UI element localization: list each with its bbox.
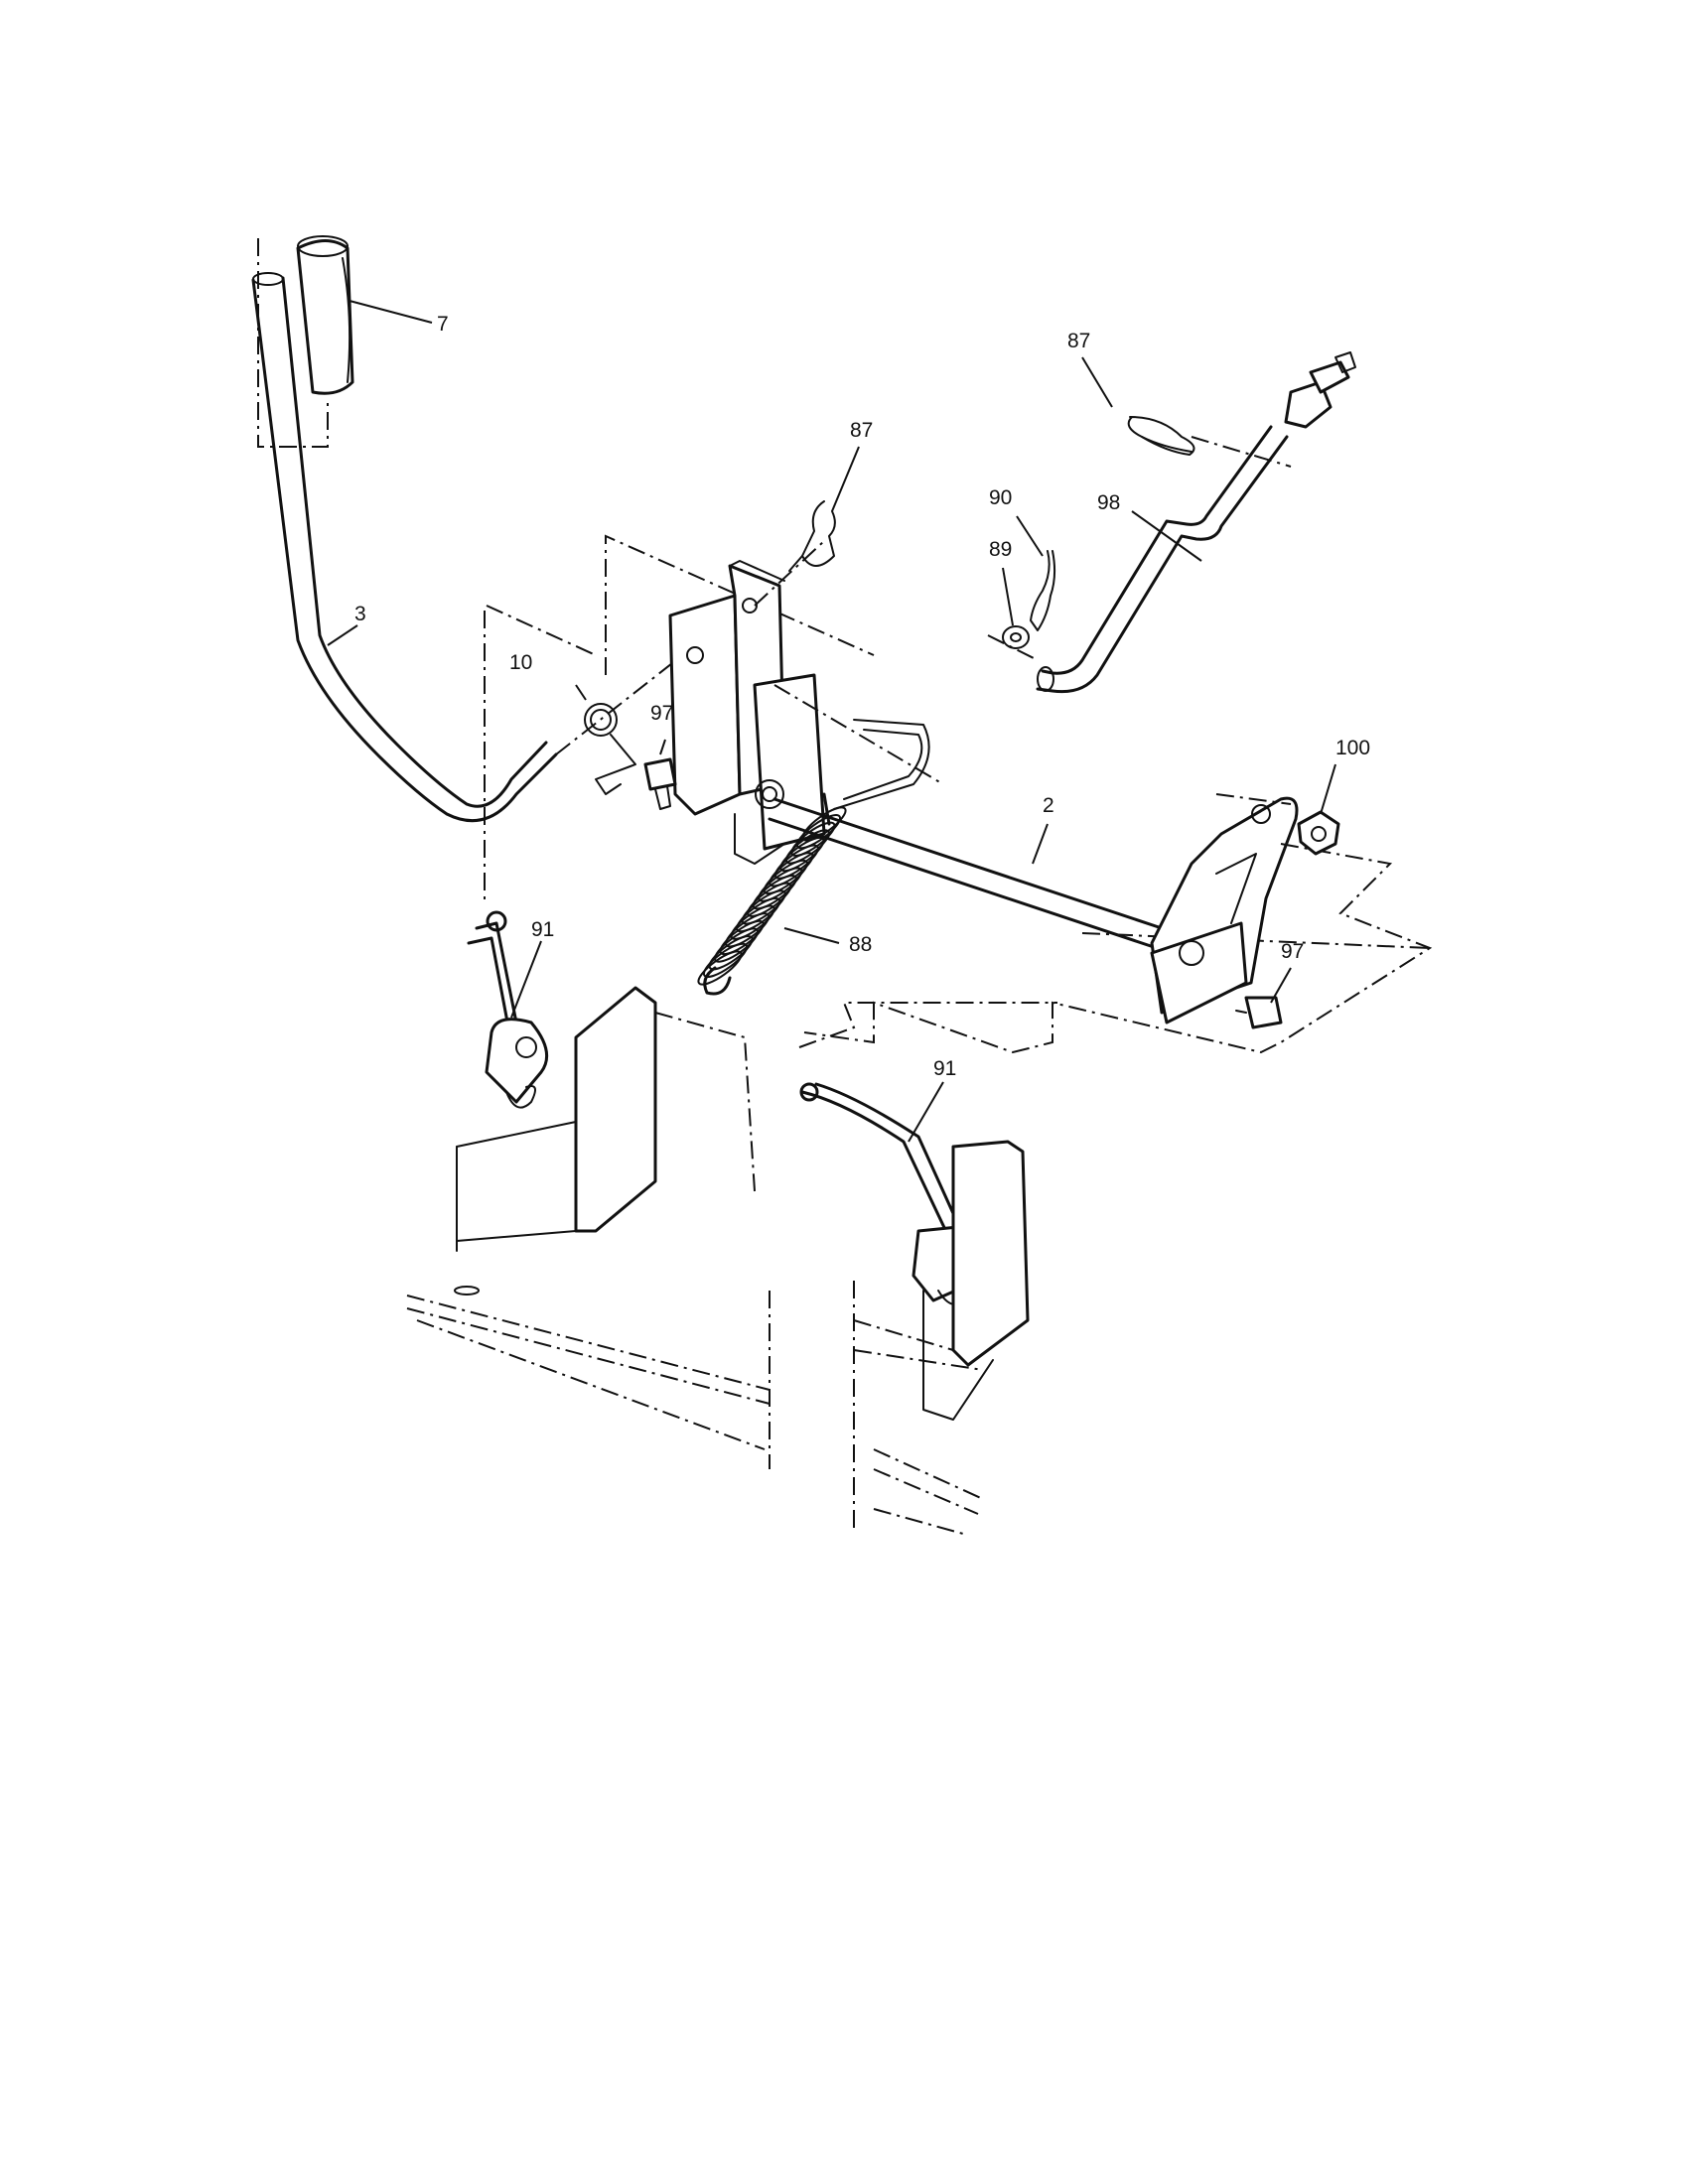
deck-hanger-left bbox=[406, 986, 771, 1469]
callout-90: 90 bbox=[989, 486, 1012, 509]
callout-100: 100 bbox=[1335, 737, 1370, 759]
deck-hanger-right bbox=[853, 1140, 1030, 1535]
callout-97-lower: 97 bbox=[1281, 940, 1304, 963]
callout-97-upper: 97 bbox=[650, 702, 673, 725]
deck-lift-rod-part bbox=[1036, 351, 1356, 694]
grip-handle-part bbox=[257, 235, 354, 448]
callout-2: 2 bbox=[1043, 794, 1054, 817]
pivot-bracket-part bbox=[486, 534, 944, 865]
spring-coil bbox=[708, 935, 754, 971]
callout-91-right: 91 bbox=[933, 1057, 956, 1080]
callout-labels: 7 3 10 97 87 87 90 98 89 100 2 88 91 97 … bbox=[354, 313, 1370, 1080]
callout-87-center: 87 bbox=[850, 419, 873, 442]
bolt-upper-part bbox=[643, 757, 677, 810]
callout-7: 7 bbox=[437, 313, 449, 336]
right-bracket-part bbox=[803, 793, 1433, 1054]
lift-lever-part bbox=[251, 272, 558, 823]
spring-coil bbox=[702, 942, 749, 978]
spring-coil bbox=[697, 950, 743, 986]
callout-10: 10 bbox=[509, 651, 532, 674]
hairpin-clip-small-part bbox=[1030, 550, 1056, 631]
callout-89: 89 bbox=[989, 538, 1012, 561]
callout-91-left: 91 bbox=[531, 918, 554, 941]
hairpin-clip-right-part bbox=[1127, 416, 1292, 468]
callout-3: 3 bbox=[354, 603, 366, 625]
lift-link-left-part bbox=[467, 611, 549, 1109]
leader-lines bbox=[327, 300, 1336, 1143]
callout-88: 88 bbox=[849, 933, 872, 956]
bolt-lower-part bbox=[1235, 996, 1283, 1029]
hairpin-clip-center-part bbox=[754, 500, 836, 607]
extension-spring-part bbox=[697, 792, 847, 996]
washer-part bbox=[987, 625, 1039, 661]
callout-98: 98 bbox=[1097, 491, 1120, 514]
callout-87-right: 87 bbox=[1067, 330, 1090, 352]
